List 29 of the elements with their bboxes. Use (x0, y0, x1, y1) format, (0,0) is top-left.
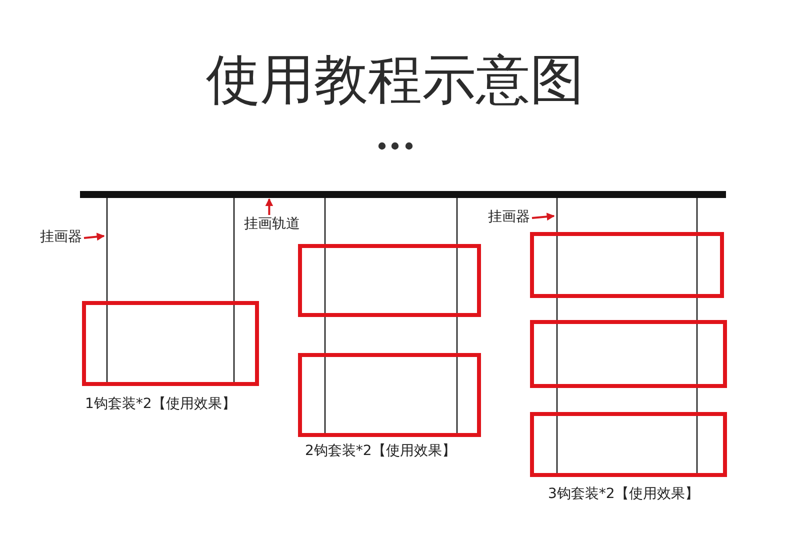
hanger-wire (696, 198, 698, 296)
hanging-rail (80, 191, 726, 198)
hanger-wire (456, 315, 458, 435)
picture-frame (530, 232, 724, 298)
hanger-wire (324, 315, 326, 435)
hanger-wire (556, 386, 558, 475)
hanger-wire (233, 198, 235, 384)
hanger-wire (556, 198, 558, 296)
leader-arrow (265, 198, 274, 215)
hanger-wire (456, 198, 458, 315)
title: 使用教程示意图 (205, 50, 585, 110)
node-label: 2钩套装*2【使用效果】 (305, 444, 456, 458)
hanger-wire (696, 296, 698, 386)
node-label: 3钩套装*2【使用效果】 (548, 487, 699, 501)
picture-frame (530, 320, 727, 388)
callout-label: 挂画轨道 (244, 216, 300, 232)
hanger-wire (324, 198, 326, 315)
leader-arrow (84, 232, 105, 241)
picture-frame (298, 353, 481, 437)
picture-frame (298, 244, 481, 317)
hanger-wire (556, 296, 558, 386)
hanger-wire (696, 386, 698, 475)
callout-label: 挂画器 (488, 209, 530, 226)
picture-frame (82, 301, 259, 386)
leader-arrow (532, 212, 555, 221)
node-label: 1钩套装*2【使用效果】 (85, 397, 236, 411)
picture-frame (530, 412, 727, 477)
hanger-wire (106, 198, 108, 384)
callout-label: 挂画器 (40, 229, 82, 246)
